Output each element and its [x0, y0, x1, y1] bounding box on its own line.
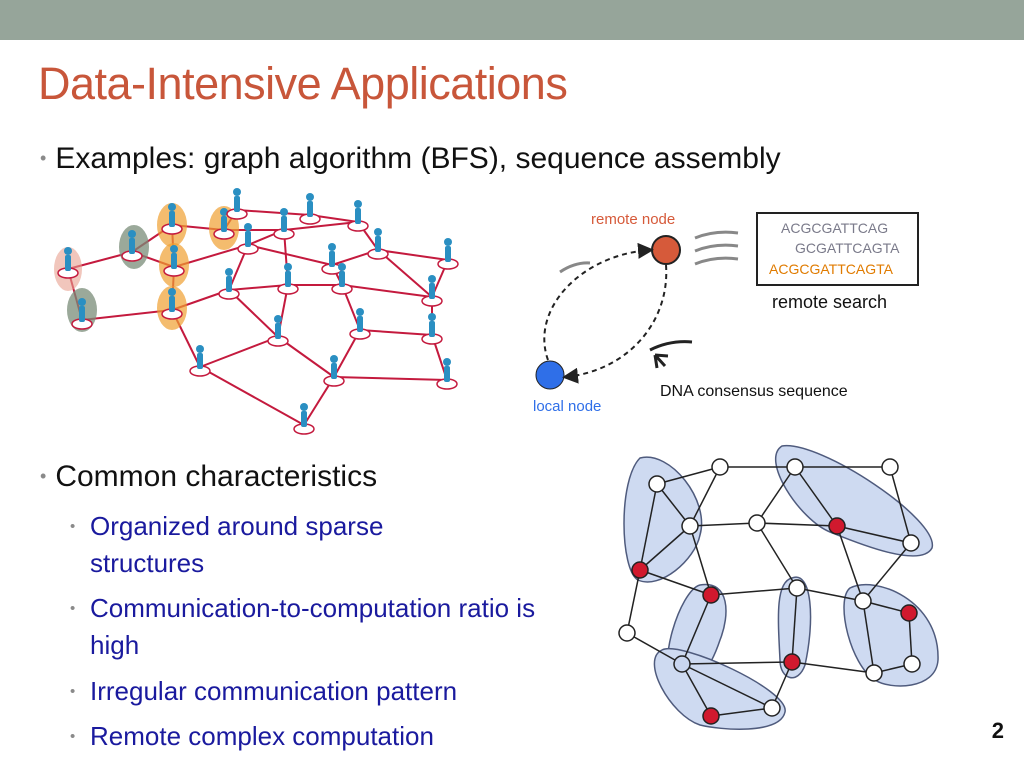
sub-bullet-3: • Irregular communication pattern — [70, 673, 540, 710]
person-icon — [218, 268, 240, 300]
graph-vertex-red — [828, 517, 846, 535]
bullet-examples-text: Examples: graph algorithm (BFS), sequenc… — [55, 142, 781, 175]
bullet-common: • Common characteristics — [40, 460, 377, 494]
graph-vertex — [854, 592, 872, 610]
person-nodes — [57, 188, 459, 435]
person-icon — [323, 355, 345, 387]
sub-bullet-dot-icon: • — [70, 683, 76, 700]
graph-vertex — [618, 624, 636, 642]
bullet-dot-icon: • — [40, 466, 47, 486]
graph-vertex-red — [702, 707, 720, 725]
graph-vertex — [711, 458, 729, 476]
consensus-sequence-mark — [649, 340, 693, 352]
person-icon — [331, 263, 353, 295]
person-icon — [163, 245, 185, 277]
sub-bullet-dot-icon: • — [70, 600, 76, 617]
partitioned-graph-diagram — [618, 445, 939, 730]
person-icon — [161, 203, 183, 235]
sub-bullet-1: • Organized around sparse structures — [70, 508, 540, 582]
people-network-illustration — [54, 188, 459, 435]
remote-search-label: remote search — [772, 292, 887, 312]
sub-bullet-4: • Remote complex computation — [70, 718, 540, 755]
sequence-fragment-mark — [694, 230, 739, 240]
sequence-line-2: GCGATTCAGTA — [795, 240, 900, 256]
graph-vertex-red — [783, 653, 801, 671]
person-icon — [347, 200, 369, 232]
local-node-label: local node — [533, 398, 601, 415]
slide-number: 2 — [991, 718, 1004, 743]
bullet-examples: • Examples: graph algorithm (BFS), seque… — [40, 142, 781, 176]
graph-vertex — [865, 664, 883, 682]
person-icon — [277, 263, 299, 295]
sub-bullet-1-text: Organized around sparse structures — [90, 511, 384, 578]
person-icon — [421, 275, 443, 307]
graph-vertex — [648, 475, 666, 493]
graph-vertices — [618, 458, 921, 725]
person-icon — [57, 247, 79, 279]
sub-bullet-3-text: Irregular communication pattern — [90, 676, 458, 706]
consensus-arrow-icon — [653, 353, 669, 369]
graph-vertex-red — [631, 561, 649, 579]
bullet-dot-icon: • — [40, 148, 47, 168]
person-icon — [267, 315, 289, 347]
graph-vertex-red — [702, 586, 720, 604]
person-icon — [273, 208, 295, 240]
graph-vertex — [786, 458, 804, 476]
bullet-common-text: Common characteristics — [55, 460, 378, 493]
graph-vertex-shared — [673, 655, 691, 673]
person-icon — [237, 223, 259, 255]
graph-vertex — [903, 655, 921, 673]
sequence-fragment-mark — [694, 256, 739, 266]
person-icon — [421, 313, 443, 345]
remote-node-label: remote node — [591, 211, 675, 228]
person-icon — [299, 193, 321, 225]
top-bar — [0, 0, 1024, 40]
sub-bullet-4-text: Remote complex computation — [90, 721, 434, 751]
person-icon — [161, 288, 183, 320]
person-icon — [121, 230, 143, 262]
sequence-fragment-mark — [559, 261, 591, 274]
graph-vertex — [881, 458, 899, 476]
local-node-circle — [535, 360, 565, 390]
remote-search-diagram: remote node local node ACGCGATTCAG GCGAT… — [533, 211, 919, 415]
person-icon — [71, 298, 93, 330]
cluster-region — [775, 445, 933, 557]
sequence-line-1: ACGCGATTCAG — [781, 220, 888, 236]
person-icon — [436, 358, 458, 390]
slide-title: Data-Intensive Applications — [38, 58, 568, 109]
graph-vertex — [788, 579, 806, 597]
consensus-label: DNA consensus sequence — [660, 383, 848, 400]
graph-vertex — [748, 514, 766, 532]
person-icon — [367, 228, 389, 260]
sub-bullet-dot-icon: • — [70, 728, 76, 745]
person-icon — [293, 403, 315, 435]
sub-bullet-dot-icon: • — [70, 518, 76, 535]
response-arrow — [562, 264, 668, 384]
graph-vertex-red — [900, 604, 918, 622]
sequence-fragment-mark — [694, 243, 739, 253]
sub-bullet-2: • Communication-to-computation ratio is … — [70, 590, 540, 664]
person-icon — [226, 188, 248, 220]
graph-vertex — [902, 534, 920, 552]
graph-vertex — [763, 699, 781, 717]
request-arrow — [543, 242, 654, 361]
person-icon — [189, 345, 211, 377]
sequence-line-3: ACGCGATTCAGTA — [769, 261, 894, 277]
person-icon — [213, 208, 235, 240]
person-icon — [349, 308, 371, 340]
sequence-box — [756, 212, 919, 286]
sub-bullet-2-text: Communication-to-computation ratio is hi… — [90, 593, 536, 660]
remote-node-circle — [651, 235, 681, 265]
graph-vertex — [681, 517, 699, 535]
person-icon — [437, 238, 459, 270]
